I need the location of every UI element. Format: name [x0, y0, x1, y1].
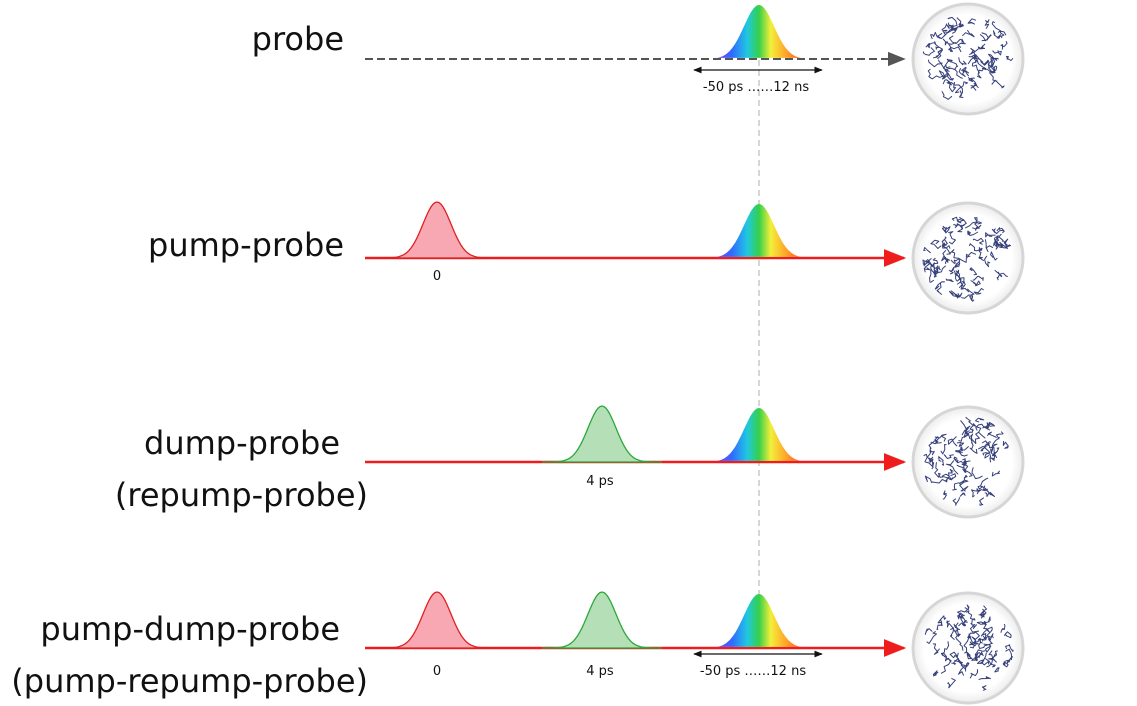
row-label-repump-probe: (repump-probe) [115, 476, 368, 514]
dump-time-label: 4 ps [586, 474, 614, 489]
probe-pulse-rainbow [717, 204, 801, 257]
row-pump-probe: pump-probe 0 [148, 201, 1025, 315]
row-label-pump-dump-probe: pump-dump-probe [40, 610, 340, 648]
dump-time-label: 4 ps [586, 664, 614, 679]
dump-pulse [542, 591, 662, 649]
delay-range-label: -50 ps ……12 ns [700, 664, 806, 679]
pump-time-label: 0 [433, 269, 441, 284]
pump-time-label: 0 [433, 664, 441, 679]
sample-protein [911, 591, 1025, 705]
sample-protein [911, 201, 1025, 315]
pump-pulse [377, 201, 497, 259]
dump-pulse [542, 405, 662, 463]
row-probe: probe -50 ps ……12 ns [252, 2, 1025, 116]
sample-protein [911, 405, 1025, 519]
row-dump-probe: dump-probe (repump-probe) 4 ps [115, 405, 1025, 519]
row-label-dump-probe: dump-probe [144, 424, 340, 462]
delay-range-label: -50 ps ……12 ns [703, 80, 809, 95]
probe-pulse-rainbow [717, 5, 801, 58]
row-pump-dump-probe: pump-dump-probe (pump-repump-probe) 0 4 … [11, 591, 1025, 705]
row-label-pump-repump-probe: (pump-repump-probe) [11, 662, 368, 700]
sample-protein [911, 2, 1025, 116]
row-label-pump-probe: pump-probe [148, 226, 344, 264]
probe-pulse-rainbow [717, 594, 801, 647]
pump-pulse [377, 591, 497, 649]
probe-pulse-rainbow [717, 408, 801, 461]
row-label-probe: probe [252, 20, 344, 58]
